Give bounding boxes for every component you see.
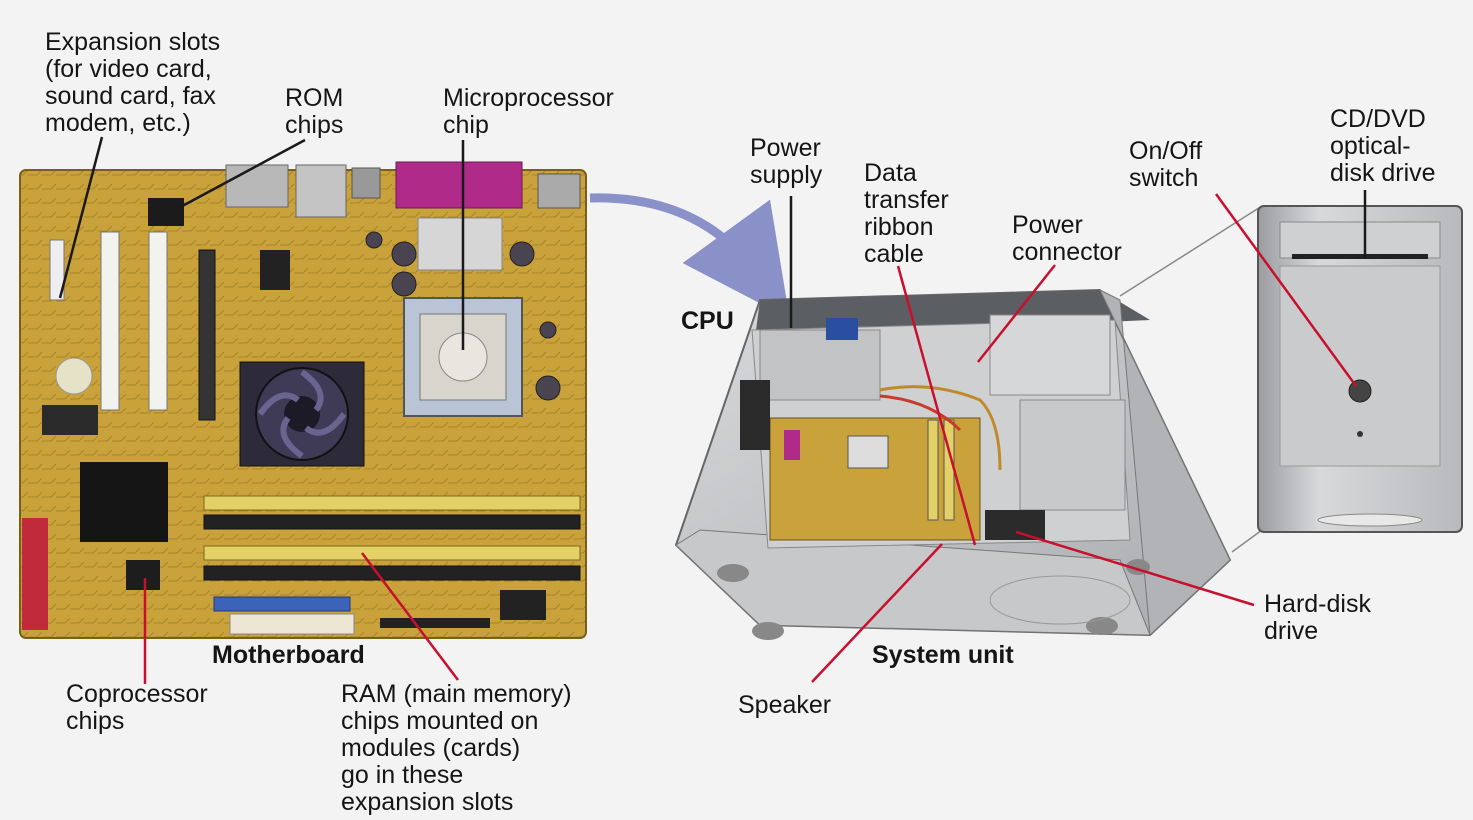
label-power-supply: Power supply: [750, 134, 823, 189]
label-microprocessor-chip: Microprocessor chip: [443, 84, 614, 139]
caption-motherboard: Motherboard: [212, 641, 365, 669]
motherboard-illustration: [19, 161, 587, 639]
connector-arrow: [589, 193, 790, 319]
label-data-transfer-ribbon-cable: Data transfer ribbon cable: [864, 159, 949, 268]
label-ram: RAM (main memory) chips mounted on modul…: [341, 680, 572, 816]
leader-lines: [58, 136, 1367, 684]
caption-cpu: CPU: [681, 307, 734, 335]
tower-front-illustration: [1119, 205, 1463, 553]
label-on-off-switch: On/Off switch: [1129, 137, 1203, 192]
label-power-connector: Power connector: [1012, 211, 1122, 266]
label-cd-dvd-drive: CD/DVD optical- disk drive: [1330, 105, 1436, 187]
label-rom-chips: ROM chips: [285, 84, 344, 139]
label-coprocessor-chips: Coprocessor chips: [66, 680, 208, 735]
label-speaker: Speaker: [738, 691, 832, 719]
label-hard-disk-drive: Hard-disk drive: [1264, 590, 1371, 645]
caption-system-unit: System unit: [872, 641, 1014, 669]
label-expansion-slots: Expansion slots (for video card, sound c…: [45, 28, 221, 137]
